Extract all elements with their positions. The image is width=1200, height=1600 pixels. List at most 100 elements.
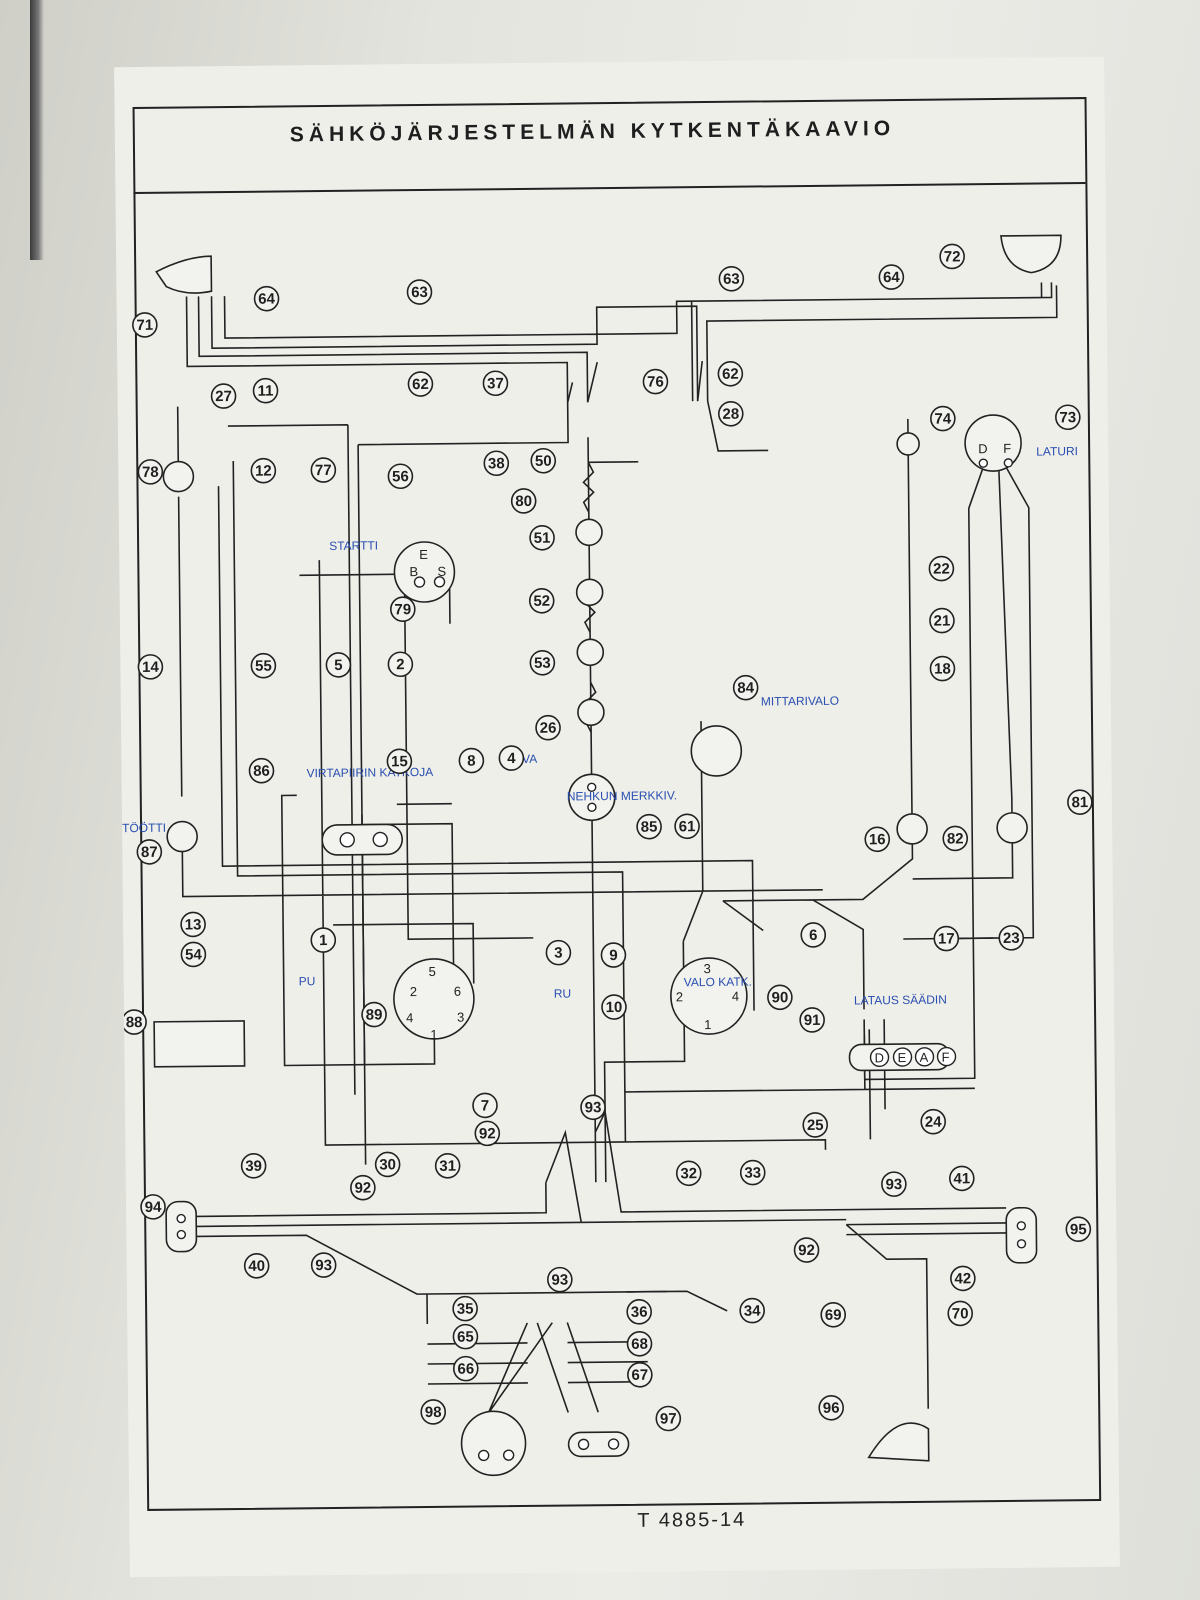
svg-text:2: 2 xyxy=(676,989,683,1004)
callout-n18: 18 xyxy=(929,655,956,682)
callout-n94: 94 xyxy=(140,1194,166,1220)
callout-n78: 78 xyxy=(137,459,164,485)
callout-number: 92 xyxy=(479,1125,496,1142)
callout-n30: 30 xyxy=(374,1151,401,1178)
callout-number: 64 xyxy=(883,269,901,286)
callout-circle xyxy=(878,264,905,290)
callout-n32: 32 xyxy=(675,1160,702,1187)
ignition-switch xyxy=(393,958,475,1040)
svg-text:3: 3 xyxy=(704,961,711,976)
callout-number: 35 xyxy=(457,1301,474,1318)
callout-n3: 3 xyxy=(545,939,572,966)
label-ru: RU xyxy=(554,986,571,1000)
svg-text:E: E xyxy=(897,1050,906,1065)
callout-number: 5 xyxy=(334,657,343,674)
callout-circle xyxy=(498,745,525,771)
callout-circle xyxy=(452,1323,479,1350)
callout-number: 89 xyxy=(366,1006,383,1023)
callout-circle xyxy=(767,984,793,1011)
callout-circle xyxy=(406,279,433,305)
callout-n1: 1 xyxy=(310,927,337,953)
callout-number: 24 xyxy=(925,1114,943,1131)
callout-circle xyxy=(818,1394,844,1421)
callout-circle xyxy=(655,1405,682,1432)
callout-n66: 66 xyxy=(452,1355,479,1382)
callout-n40: 40 xyxy=(243,1252,270,1279)
callout-number: 9 xyxy=(609,947,618,964)
label-startti: STARTTI xyxy=(329,538,378,553)
lamp-74 xyxy=(896,432,920,456)
lamp-97 xyxy=(567,1431,630,1458)
callout-circle xyxy=(374,1151,401,1178)
callout-circle xyxy=(942,825,969,852)
lamp-53 xyxy=(577,698,605,727)
callout-circle xyxy=(1055,404,1081,431)
callout-number: 12 xyxy=(255,463,272,480)
callout-number: 87 xyxy=(141,844,158,861)
callout-n9: 9 xyxy=(600,942,627,968)
callout-circle xyxy=(132,312,158,338)
callout-circle xyxy=(386,748,413,775)
callout-number: 71 xyxy=(136,317,153,334)
callout-circle xyxy=(939,243,965,270)
callout-number: 21 xyxy=(934,612,951,629)
callout-number: 31 xyxy=(439,1158,456,1175)
callout-n13: 13 xyxy=(180,911,206,938)
callout-circle xyxy=(528,587,555,614)
callout-number: 95 xyxy=(1070,1221,1087,1238)
callout-number: 56 xyxy=(392,468,409,485)
callout-circle xyxy=(929,655,956,682)
callout-circle xyxy=(180,941,207,968)
svg-text:2: 2 xyxy=(410,984,417,999)
callout-number: 65 xyxy=(457,1329,474,1346)
callout-n23: 23 xyxy=(998,925,1025,951)
callout-circle xyxy=(642,368,669,395)
callout-n89: 89 xyxy=(361,1001,387,1028)
callout-number: 42 xyxy=(954,1270,971,1287)
callout-number: 37 xyxy=(487,375,504,392)
callout-circle xyxy=(626,1298,652,1325)
callout-n22: 22 xyxy=(928,555,955,582)
label-tootti: TÖÖTTI xyxy=(122,821,166,835)
callout-circle xyxy=(739,1159,766,1186)
callout-number: 96 xyxy=(823,1400,840,1417)
callout-circle xyxy=(920,1108,947,1135)
callout-circle xyxy=(545,939,572,966)
callout-n50: 50 xyxy=(530,447,557,474)
callout-n37: 37 xyxy=(482,370,509,397)
callout-n93b: 93 xyxy=(881,1171,907,1197)
callout-n93d: 93 xyxy=(547,1266,573,1293)
lamp-51 xyxy=(575,578,604,607)
callout-n26: 26 xyxy=(535,714,561,741)
callout-n42: 42 xyxy=(950,1265,976,1292)
callout-number: 39 xyxy=(245,1158,262,1175)
callout-circle xyxy=(210,383,237,409)
lamp-left-94 xyxy=(165,1200,198,1253)
callout-number: 10 xyxy=(606,999,623,1016)
callout-number: 50 xyxy=(535,453,552,470)
callout-n64a: 64 xyxy=(253,285,280,312)
callout-circle xyxy=(350,1174,376,1201)
callout-n92a: 92 xyxy=(474,1120,501,1147)
svg-text:S: S xyxy=(437,564,446,579)
svg-text:F: F xyxy=(941,1050,949,1065)
callout-n95: 95 xyxy=(1065,1216,1092,1242)
callout-n51: 51 xyxy=(529,524,555,551)
callout-n17: 17 xyxy=(933,925,960,952)
callout-n88: 88 xyxy=(121,1009,147,1035)
callout-number: 98 xyxy=(425,1404,442,1421)
callout-circle xyxy=(390,596,416,623)
callout-n85: 85 xyxy=(636,813,662,840)
callout-circle xyxy=(407,371,434,397)
callout-circle xyxy=(250,652,277,679)
callout-n12: 12 xyxy=(250,457,277,484)
callout-number: 40 xyxy=(248,1258,265,1275)
callout-n96: 96 xyxy=(818,1394,844,1421)
label-pu: PU xyxy=(299,974,316,988)
callout-number: 61 xyxy=(679,818,696,835)
lamp-52 xyxy=(576,638,605,667)
callout-number: 69 xyxy=(825,1307,842,1324)
callout-number: 3 xyxy=(554,945,563,962)
callout-n35: 35 xyxy=(452,1295,478,1322)
callout-circle xyxy=(998,925,1025,951)
